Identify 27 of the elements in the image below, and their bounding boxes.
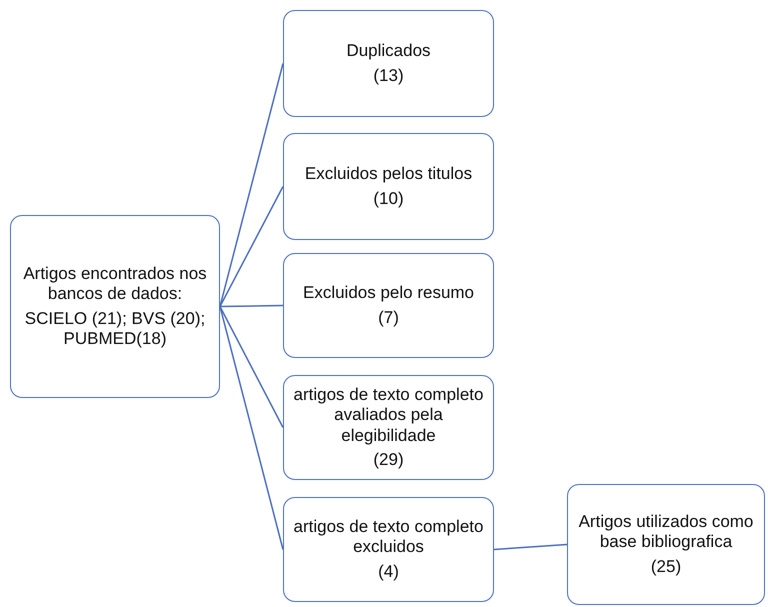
connector-line — [219, 306, 284, 550]
box-text: Artigos encontrados nos bancos de dados: — [22, 264, 208, 304]
process-box — [567, 484, 765, 605]
count-text: (7) — [378, 308, 399, 328]
connector-line — [219, 63, 284, 307]
process-box — [283, 133, 494, 240]
count-text: (4) — [378, 562, 399, 582]
count-text: (25) — [650, 556, 682, 578]
process-box — [283, 497, 494, 602]
box-text: artigos de texto completo excluidos — [292, 516, 484, 558]
connector-line — [220, 304, 284, 308]
box-text: artigos de texto completo avaliados pela elegibilidade — [292, 384, 484, 446]
count-text: (10) — [373, 188, 404, 209]
connector-line — [494, 544, 568, 550]
box-text: Excluidos pelo resumo — [302, 283, 474, 304]
process-box — [283, 10, 494, 117]
count-text: (29) — [373, 450, 404, 470]
count-text: SCIELO (21); BVS (20); PUBMED(18) — [24, 308, 206, 350]
process-box — [283, 253, 494, 358]
box-text: Duplicados — [346, 41, 431, 62]
box-text: Excluidos pelos titulos — [304, 164, 472, 184]
process-box — [283, 375, 494, 480]
process-box — [10, 215, 220, 398]
connector-line — [219, 306, 284, 428]
box-text: Artigos utilizados como base bibliografica — [578, 512, 754, 553]
connector-line — [219, 186, 284, 307]
count-text: (13) — [373, 66, 404, 86]
